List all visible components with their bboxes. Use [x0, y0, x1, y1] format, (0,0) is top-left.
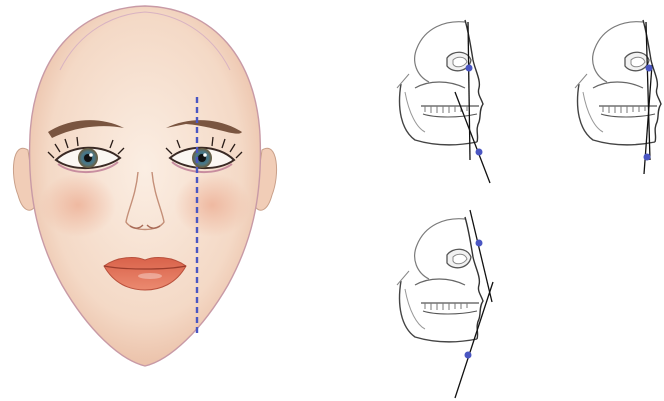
profile-1-marker-bottom [476, 149, 483, 156]
front-face [13, 6, 276, 366]
profile-3-marker-bottom [465, 352, 472, 359]
profile-top-right [575, 20, 661, 174]
profile-2-marker-top [646, 65, 653, 72]
profile-1-marker-top [466, 65, 473, 72]
right-cheek-blush [174, 173, 250, 237]
profile-bottom [397, 210, 493, 398]
left-cheek-blush [40, 173, 116, 237]
profile-3-lower-line [455, 282, 493, 398]
lip-highlight [138, 273, 162, 279]
profile-3-marker-top [476, 240, 483, 247]
profile-2-marker-bottom [644, 154, 651, 161]
profile-top-left [397, 20, 490, 183]
